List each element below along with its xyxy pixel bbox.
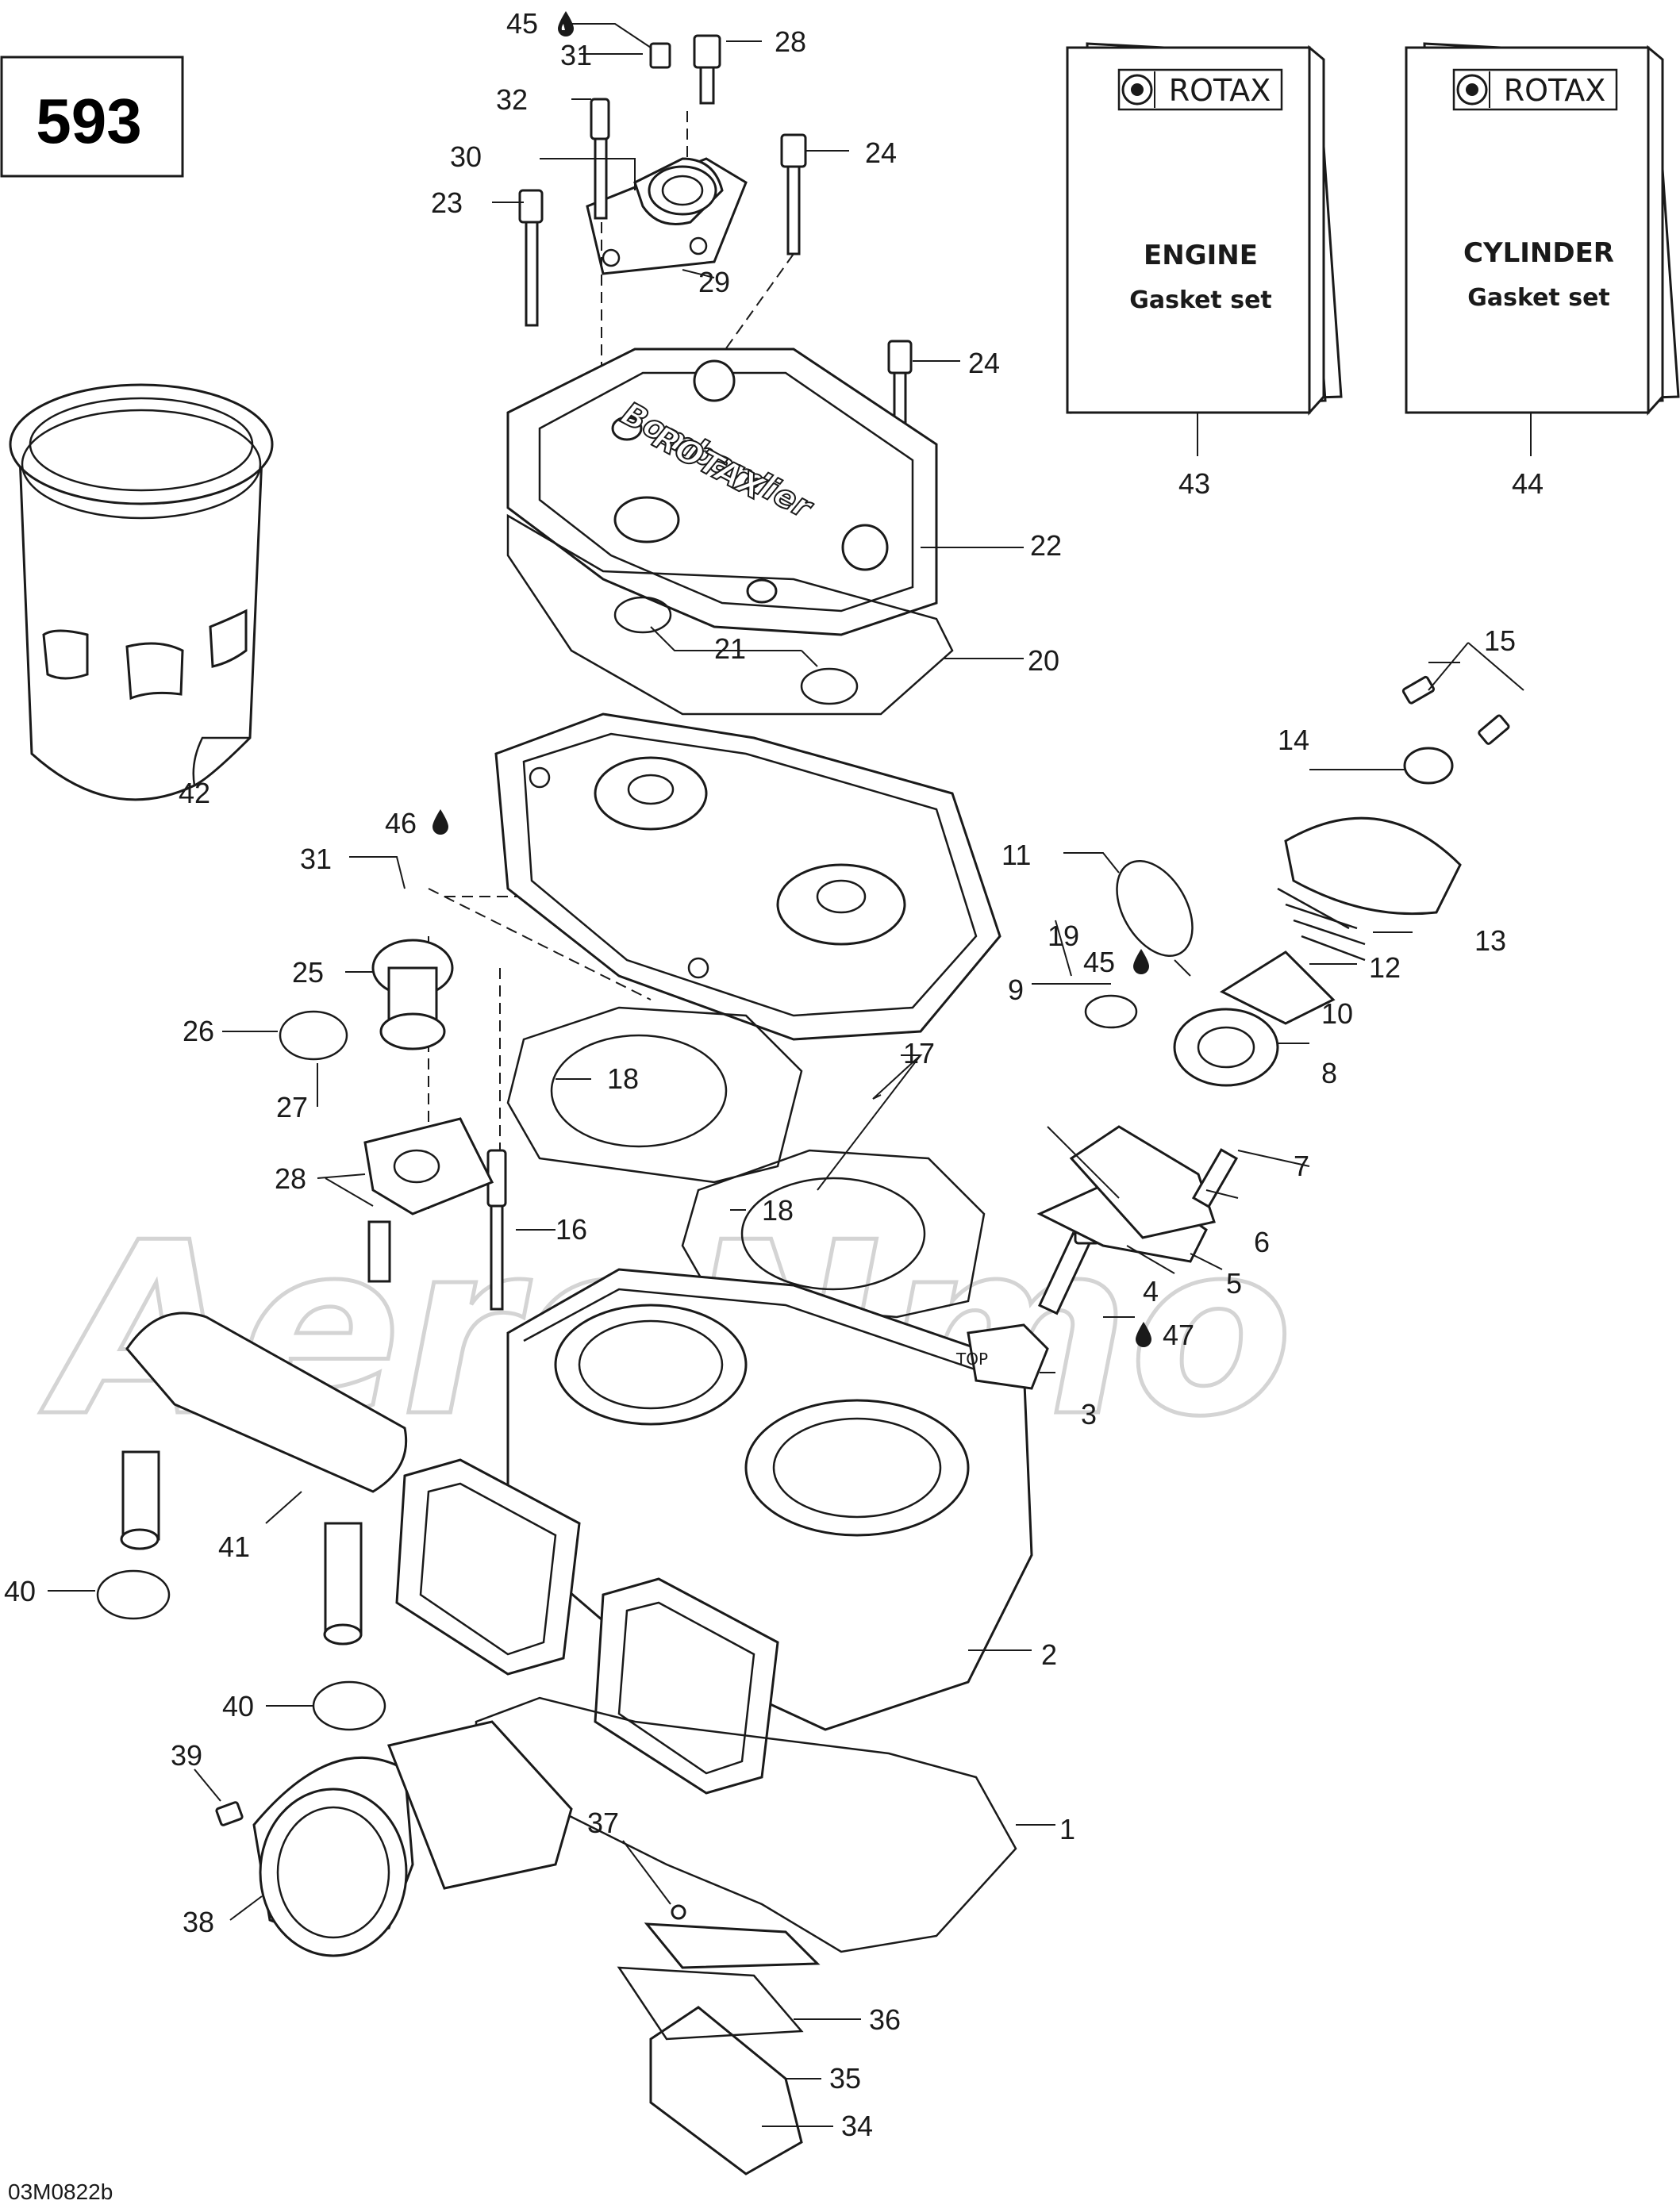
water-outlet — [586, 157, 748, 275]
callout-number: 13 — [1474, 924, 1506, 957]
hose-clamp — [96, 1569, 171, 1620]
callout-number: 4 — [1143, 1275, 1159, 1308]
callout-number: 25 — [292, 956, 324, 989]
callout-number: 22 — [1030, 529, 1062, 562]
kit-subtitle: Gasket set — [1129, 286, 1272, 314]
callout-number: 38 — [183, 1906, 214, 1938]
callout-number: 47 — [1163, 1319, 1194, 1351]
kit-title: ENGINE — [1144, 240, 1258, 271]
callout-number: 20 — [1028, 644, 1059, 677]
callout-number: 31 — [300, 843, 332, 875]
rotax-logo-icon — [1117, 68, 1283, 111]
kit-subtitle: Gasket set — [1467, 284, 1610, 312]
callout-number: 24 — [968, 347, 1000, 379]
reed-valve-housing — [395, 1458, 779, 1795]
callout-number: 31 — [560, 39, 592, 71]
callout-number: 16 — [556, 1213, 587, 1246]
reed-block — [617, 1904, 821, 2176]
callout-number: 46 — [385, 807, 417, 839]
callouts: 1 2 3 4 5 6 7 8 9 10 11 12 13 14 15 16 1… — [4, 7, 1544, 2142]
callout-number: 6 — [1254, 1226, 1270, 1258]
o-ring — [800, 667, 859, 705]
callout-number: 5 — [1226, 1267, 1242, 1300]
callout-number: 1 — [1059, 1813, 1075, 1845]
callout-number: 43 — [1178, 467, 1210, 500]
callout-number: 27 — [276, 1091, 308, 1123]
callout-number: 44 — [1512, 467, 1544, 500]
callout-number: 35 — [829, 2062, 861, 2095]
hose-clamp — [312, 1680, 386, 1731]
thermostat — [279, 939, 494, 1283]
callout-number: 30 — [450, 140, 482, 173]
callout-number: 26 — [183, 1015, 214, 1047]
callout-number: 15 — [1484, 624, 1516, 657]
callout-number: 3 — [1081, 1398, 1097, 1431]
callout-number: 28 — [775, 25, 806, 58]
callout-number: 41 — [218, 1530, 250, 1563]
callout-number: 11 — [1001, 839, 1031, 871]
callout-number: 17 — [903, 1037, 935, 1070]
valve-stamp: TOP — [955, 1350, 988, 1369]
kit-brand: ROTAX — [1504, 73, 1606, 108]
callout-number: 14 — [1278, 724, 1309, 756]
oil-drop-icon — [558, 11, 574, 36]
cylinder-head — [494, 712, 1001, 1041]
callout-number: 42 — [179, 777, 210, 809]
callout-number: 37 — [587, 1807, 619, 1839]
leader-lines — [48, 23, 1532, 2127]
engine-gasket-kit: ROTAX ENGINE Gasket set — [1066, 42, 1343, 416]
exhaust-valve-assembly — [967, 675, 1510, 1390]
callout-number: 24 — [865, 136, 897, 169]
callout-number: 18 — [607, 1062, 639, 1095]
callout-number: 7 — [1294, 1150, 1309, 1182]
head-cover-gasket — [506, 513, 954, 716]
rotary-valve-adaptor — [215, 1720, 573, 1957]
callout-number: 18 — [762, 1194, 794, 1227]
page-number-box: 593 — [0, 56, 184, 178]
callout-number: 12 — [1369, 951, 1401, 984]
cylinder-gasket — [506, 1006, 986, 1319]
o-ring — [613, 596, 672, 634]
page-number: 593 — [36, 86, 141, 156]
callout-number: 21 — [714, 632, 746, 665]
drawing-code: 03M0822b — [8, 2179, 113, 2204]
callout-number: 45 — [1083, 946, 1115, 978]
rotax-logo-icon — [1452, 68, 1618, 111]
callout-number: 9 — [1008, 974, 1024, 1006]
callout-number: 34 — [841, 2110, 873, 2142]
callout-number: 8 — [1321, 1057, 1337, 1089]
callout-number: 39 — [171, 1739, 202, 1772]
callout-number: 23 — [431, 186, 463, 219]
callout-number: 45 — [506, 7, 538, 40]
callout-number: 40 — [222, 1690, 254, 1722]
cylinder-sleeve — [9, 383, 274, 801]
callout-number: 40 — [4, 1575, 36, 1607]
callout-number: 29 — [698, 266, 730, 298]
kit-title: CYLINDER — [1463, 237, 1614, 269]
oil-drop-icon — [1136, 1322, 1151, 1347]
water-manifold — [120, 1311, 408, 1646]
cylinder-head-cover: Bombardier ROTAX — [506, 348, 938, 636]
callout-number: 2 — [1041, 1638, 1057, 1671]
oil-drop-icon — [432, 809, 448, 835]
oil-drop-icon — [1133, 949, 1149, 974]
callout-number: 28 — [275, 1162, 306, 1195]
callout-number: 19 — [1048, 920, 1079, 952]
kit-brand: ROTAX — [1169, 73, 1271, 108]
callout-number: 32 — [496, 83, 528, 116]
cylinder-gasket-kit: ROTAX CYLINDER Gasket set — [1405, 42, 1680, 416]
callout-number: 10 — [1321, 997, 1353, 1030]
callout-number: 36 — [869, 2003, 901, 2036]
